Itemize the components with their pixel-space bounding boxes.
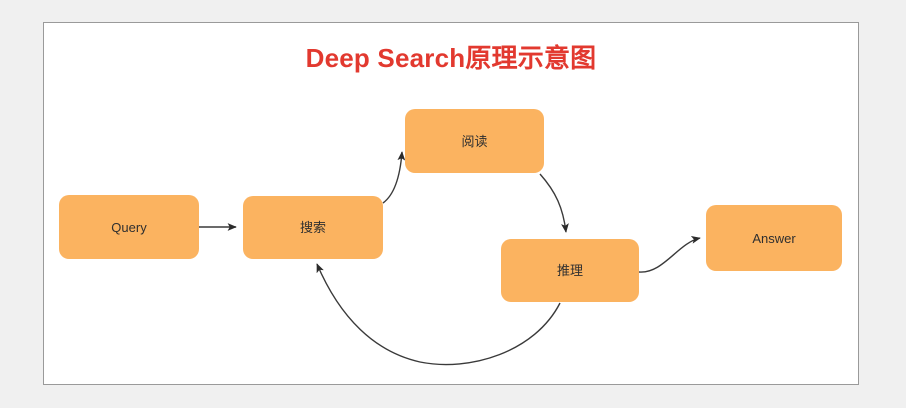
node-answer[interactable]: Answer xyxy=(706,205,842,271)
node-search-label: 搜索 xyxy=(299,220,326,235)
node-query[interactable]: Query xyxy=(59,195,199,259)
node-answer-label: Answer xyxy=(752,230,796,246)
node-read-label: 阅读 xyxy=(461,133,488,149)
node-reason-label: 推理 xyxy=(556,263,583,278)
node-query-label: Query xyxy=(111,219,147,235)
node-search[interactable]: 搜索 xyxy=(243,196,383,259)
page-title: Deep Search原理示意图 xyxy=(305,43,597,73)
node-reason[interactable]: 推理 xyxy=(501,239,639,302)
node-read[interactable]: 阅读 xyxy=(405,109,544,173)
